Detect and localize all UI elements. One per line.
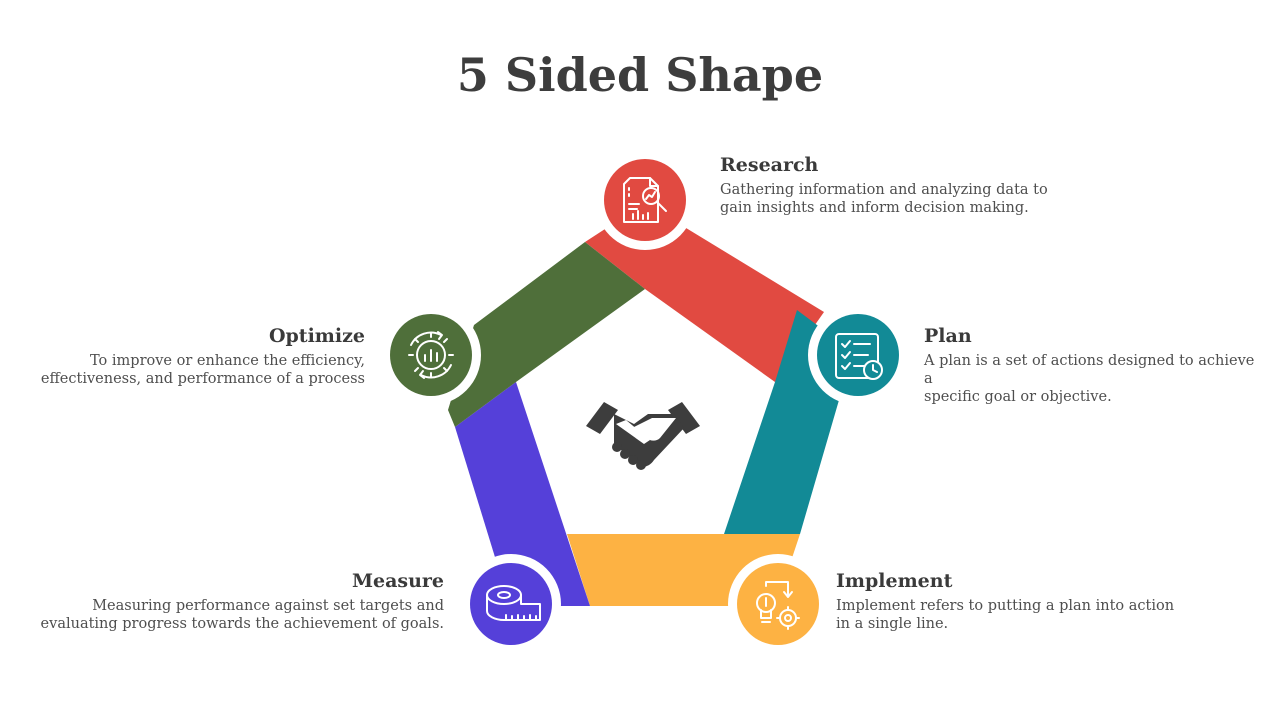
label-implement: Implement Implement refers to putting a … bbox=[836, 569, 1176, 633]
research-report-icon bbox=[623, 177, 667, 223]
measure-description: Measuring performance against set target… bbox=[40, 597, 444, 633]
lightbulb-gear-icon bbox=[756, 581, 800, 630]
implement-desc-line: in a single line. bbox=[836, 616, 949, 632]
plan-desc-line: specific goal or objective. bbox=[924, 389, 1112, 405]
implement-desc-line: Implement refers to putting a plan into … bbox=[836, 598, 1175, 614]
measure-desc-line: evaluating progress towards the achievem… bbox=[40, 616, 444, 632]
label-measure: Measure Measuring performance against se… bbox=[40, 569, 444, 633]
research-title: Research bbox=[720, 154, 819, 176]
plan-desc-line: A plan is a set of actions designed to a… bbox=[924, 353, 1255, 387]
research-desc-line: gain insights and inform decision making… bbox=[720, 200, 1029, 216]
measure-desc-line: Measuring performance against set target… bbox=[92, 598, 444, 614]
plan-title: Plan bbox=[924, 325, 972, 347]
optimize-description: To improve or enhance the efficiency, ef… bbox=[30, 352, 365, 388]
plan-description: A plan is a set of actions designed to a… bbox=[924, 352, 1264, 406]
page-title: 5 Sided Shape bbox=[456, 48, 824, 102]
implement-circle bbox=[737, 563, 819, 645]
segment-optimize bbox=[448, 242, 645, 427]
label-optimize: Optimize To improve or enhance the effic… bbox=[30, 324, 365, 388]
handshake-icon bbox=[586, 402, 700, 470]
segment-measure bbox=[455, 382, 590, 606]
implement-title: Implement bbox=[836, 570, 953, 592]
measuring-tape-icon bbox=[486, 585, 541, 621]
gear-chart-icon bbox=[408, 331, 454, 379]
research-description: Gathering information and analyzing data… bbox=[720, 181, 1060, 217]
label-research: Research Gathering information and analy… bbox=[720, 153, 1060, 217]
implement-description: Implement refers to putting a plan into … bbox=[836, 597, 1176, 633]
optimize-title: Optimize bbox=[268, 325, 365, 347]
research-desc-line: Gathering information and analyzing data… bbox=[720, 182, 1048, 198]
optimize-desc-line: effectiveness, and performance of a proc… bbox=[40, 371, 365, 387]
measure-title: Measure bbox=[351, 570, 444, 592]
label-plan: Plan A plan is a set of actions designed… bbox=[924, 324, 1264, 406]
checklist-clock-icon bbox=[835, 333, 883, 380]
optimize-desc-line: To improve or enhance the efficiency, bbox=[90, 353, 365, 369]
